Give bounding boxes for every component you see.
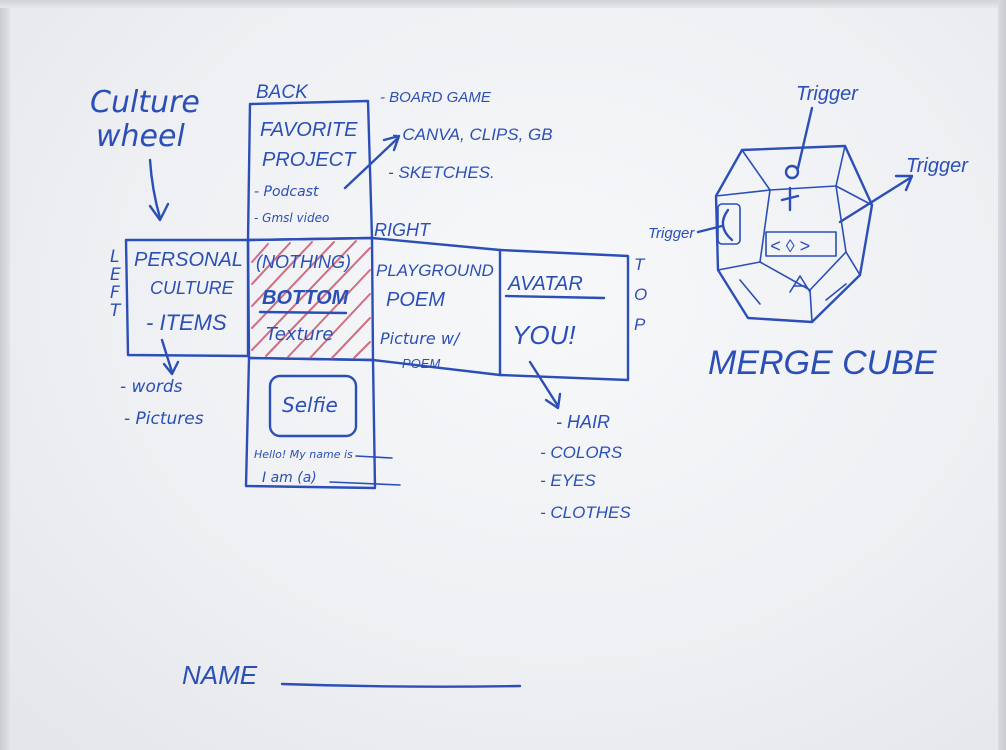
- back-note-2: - CANVA, CLIPS, GB: [392, 125, 553, 144]
- back-face: BACK FAVORITE PROJECT - Podcast - Gmsl v…: [254, 82, 401, 225]
- back-line-2: PROJECT: [262, 149, 357, 171]
- avatar-underline: [504, 294, 606, 300]
- left-face-arrowhead: [162, 360, 180, 376]
- culture-wheel-arrow: [148, 158, 162, 220]
- left-letter-f: F: [110, 283, 120, 303]
- merge-symbol-left-box: [717, 203, 741, 245]
- trigger-arrowhead-right: [894, 174, 914, 192]
- name-label: NAME: [182, 660, 258, 690]
- merge-symbol-box: [765, 231, 837, 257]
- front-line-1: Hello! My name is: [254, 448, 353, 461]
- avatar-note-2: - COLORS: [540, 443, 623, 462]
- bottom-face-line-2: BOTTOM: [262, 287, 350, 309]
- avatar-arrow: [528, 360, 560, 408]
- top-letter-t: T: [634, 255, 646, 274]
- merge-symbol-top: [784, 164, 800, 180]
- left-note-2: - Pictures: [124, 409, 204, 429]
- culture-wheel-title-1: Culture: [90, 85, 200, 120]
- back-line-4: - Gmsl video: [254, 211, 329, 225]
- avatar-note-4: - CLOTHES: [540, 503, 631, 522]
- front-face-outline: [244, 356, 377, 490]
- culture-wheel-title-2: wheel: [96, 119, 185, 154]
- bottom-face-line-3: Texture: [266, 324, 333, 345]
- front-line-2: I am (a): [262, 470, 317, 486]
- back-arrowhead: [382, 134, 401, 152]
- merge-cube-edge-4: [845, 251, 861, 276]
- trigger-arrow-left: [696, 224, 724, 234]
- left-face-line-3: - ITEMS: [146, 310, 227, 335]
- name-field: NAME: [182, 660, 522, 690]
- left-face-arrow: [160, 338, 174, 374]
- top-face-line-1: AVATAR: [507, 273, 583, 295]
- back-note-3: - SKETCHES.: [388, 163, 495, 182]
- board-frame-top: [0, 0, 1006, 8]
- avatar-note-3: - EYES: [540, 471, 596, 490]
- trigger-label-top: Trigger: [796, 83, 859, 105]
- back-notes: - BOARD GAME - CANVA, CLIPS, GB - SKETCH…: [380, 89, 553, 182]
- right-label: RIGHT: [374, 220, 432, 240]
- name-blank-line: [280, 682, 522, 688]
- top-letter-p: P: [634, 315, 646, 334]
- back-note-1: - BOARD GAME: [380, 89, 492, 106]
- merge-cube-edge-5: [835, 185, 873, 206]
- right-face-line-4: POEM: [402, 356, 440, 371]
- bottom-face-line-1: (NOTHING): [256, 252, 351, 272]
- merge-cube-edge-1: [715, 189, 771, 197]
- back-line-1: FAVORITE: [260, 119, 358, 141]
- merge-cube-drawing: < ◊ >: [714, 144, 874, 324]
- merge-cube-edge-2: [717, 261, 761, 271]
- trigger-label-right: Trigger: [906, 155, 969, 177]
- back-label: BACK: [256, 82, 309, 103]
- left-face-line-2: CULTURE: [150, 278, 235, 298]
- left-letter-t: T: [110, 301, 122, 321]
- front-face: Selfie Hello! My name is I am (a): [254, 374, 401, 486]
- top-face-outline: [498, 248, 630, 382]
- left-side-label: L E F T: [110, 247, 122, 321]
- trigger-label-left: Trigger: [648, 225, 695, 242]
- merge-cube-title: MERGE CUBE: [708, 344, 937, 382]
- avatar-arrowhead: [544, 392, 562, 410]
- merge-cube-edge-3: [809, 289, 813, 323]
- right-face-line-3: Picture w/: [380, 329, 461, 348]
- left-face-line-1: PERSONAL: [134, 249, 243, 271]
- left-face: PERSONAL CULTURE - ITEMS: [134, 249, 243, 376]
- back-line-3: - Podcast: [254, 184, 319, 200]
- top-face: AVATAR YOU! T O P: [504, 255, 647, 410]
- merge-symbol-slashes: [739, 279, 847, 305]
- right-face-outline: [370, 236, 502, 377]
- culture-wheel-arrowhead: [148, 202, 170, 222]
- left-notes: - words - Pictures: [120, 377, 204, 429]
- avatar-note-1: - HAIR: [556, 412, 610, 432]
- trigger-arrow-top: [796, 106, 814, 170]
- merge-symbol-plus: [780, 186, 800, 212]
- right-face: RIGHT PLAYGROUND POEM Picture w/ POEM: [374, 220, 494, 371]
- cube-net: [124, 99, 630, 490]
- merge-cube-triggers: Trigger Trigger Trigger: [648, 83, 969, 242]
- bottom-face: (NOTHING) BOTTOM Texture: [256, 252, 351, 345]
- left-letter-l: L: [110, 247, 119, 267]
- bottom-underline: [258, 310, 348, 315]
- merge-symbol-left: [721, 208, 734, 242]
- top-letter-o: O: [634, 285, 647, 304]
- board-frame-left: [0, 0, 10, 750]
- merge-symbol-bottom: [789, 275, 811, 293]
- board-frame-right: [998, 0, 1006, 750]
- merge-symbol-arrows: < ◊ >: [770, 236, 810, 256]
- right-face-line-2: POEM: [386, 289, 445, 311]
- selfie-frame: [268, 374, 358, 438]
- bottom-face-hatching: [251, 240, 371, 359]
- left-letter-e: E: [110, 265, 121, 285]
- right-face-line-1: PLAYGROUND: [376, 261, 494, 280]
- top-face-line-2: YOU!: [512, 320, 576, 350]
- back-arrow: [343, 136, 400, 190]
- front-line-2-blank: [329, 481, 401, 486]
- avatar-notes: - HAIR - COLORS - EYES - CLOTHES: [540, 412, 631, 522]
- culture-wheel-note: Culture wheel: [90, 85, 200, 222]
- front-line-1-blank: [355, 455, 393, 459]
- merge-cube-top-edge: [741, 145, 846, 191]
- selfie-label: Selfie: [282, 393, 338, 417]
- trigger-arrow-right: [838, 176, 912, 224]
- left-note-1: - words: [120, 377, 183, 397]
